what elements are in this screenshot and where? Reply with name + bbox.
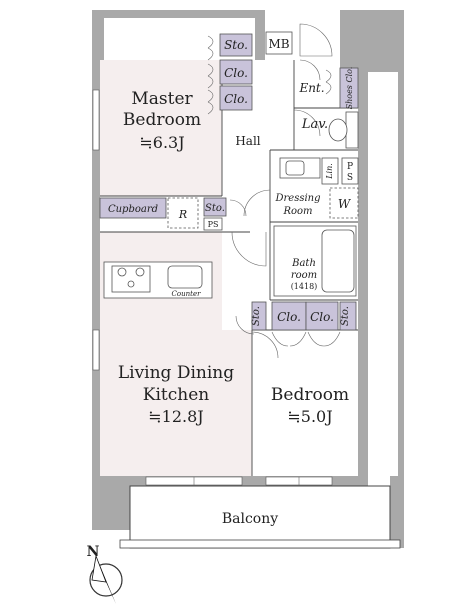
master-sto-door bbox=[207, 35, 214, 61]
bedroom-door-swing bbox=[251, 331, 279, 359]
mb-label: MB bbox=[268, 37, 289, 51]
linen-label: Lin. bbox=[325, 163, 334, 180]
master-clo-1-shelf bbox=[219, 59, 253, 85]
entrance-label: Ent. bbox=[298, 81, 324, 95]
dressing-room-label-line2: Room bbox=[282, 206, 312, 217]
bedroom-area bbox=[252, 330, 358, 476]
bedroom-closet-doors bbox=[271, 331, 341, 347]
ps-s-label: S bbox=[347, 173, 353, 183]
balcony-label: Balcony bbox=[222, 511, 278, 527]
ps-small-box bbox=[341, 157, 359, 185]
wall-north-west bbox=[92, 10, 260, 18]
master-sto-shelf bbox=[219, 33, 253, 57]
lavatory-label: Lav. bbox=[301, 117, 328, 132]
wall-corner-se bbox=[390, 476, 404, 548]
wall-mb bbox=[255, 10, 265, 68]
balcony-area bbox=[129, 485, 391, 549]
bedroom-sto-2-label: Sto. bbox=[340, 306, 351, 326]
wall-corner-sw bbox=[92, 476, 130, 530]
bedroom-clo-1-shelf bbox=[271, 301, 307, 331]
ps-p-label: P bbox=[347, 162, 353, 172]
hall-sto-shelf bbox=[203, 197, 227, 217]
compass-needle-light bbox=[91, 554, 107, 583]
bedroom-clo-2-label: Clo. bbox=[310, 310, 334, 324]
wall-east bbox=[358, 60, 368, 480]
washer-label: W bbox=[338, 197, 352, 211]
compass: N bbox=[87, 544, 123, 604]
bedroom-size: ≒5.0J bbox=[287, 407, 332, 426]
shoes-closet-shelf bbox=[339, 67, 359, 109]
master-clo-2-door bbox=[207, 89, 214, 115]
kitchen-sink bbox=[167, 265, 203, 289]
south-windows bbox=[145, 476, 333, 486]
bedroom-clo-2-shelf bbox=[305, 301, 339, 331]
ldk-door-swing bbox=[231, 231, 267, 267]
hall-sto-label: Sto. bbox=[205, 203, 225, 214]
dressing-door-swing bbox=[243, 189, 271, 217]
master-bedroom-size: ≒6.3J bbox=[139, 133, 184, 152]
bedroom-sto-2-shelf bbox=[339, 301, 357, 331]
bedroom-clo-1-label: Clo. bbox=[277, 310, 301, 324]
linen-cabinet bbox=[321, 157, 339, 185]
master-clo-2-label: Clo. bbox=[224, 92, 248, 106]
master-clo-1-label: Clo. bbox=[224, 66, 248, 80]
shoes-closet-door bbox=[325, 69, 332, 95]
toilet-tank bbox=[345, 111, 359, 149]
balcony-rail bbox=[119, 539, 401, 549]
refrigerator-space bbox=[167, 197, 199, 229]
ldk-size: ≒12.8J bbox=[148, 407, 203, 426]
wall-east-outer bbox=[398, 10, 404, 480]
shoes-closet-label: Shoes Clo. bbox=[345, 67, 354, 110]
master-bedroom-name-line2: Bedroom bbox=[123, 110, 201, 130]
ldk-name-line1: Living Dining bbox=[118, 363, 234, 383]
bedroom-sto-1-shelf bbox=[251, 301, 267, 331]
washer-space bbox=[329, 187, 359, 219]
west-windows bbox=[92, 89, 100, 371]
wall-west bbox=[92, 10, 100, 530]
bedroom-name: Bedroom bbox=[271, 385, 349, 405]
stove-burner-3 bbox=[127, 280, 135, 288]
master-clo-1-door bbox=[207, 63, 214, 89]
cupboard-label: Cupboard bbox=[108, 204, 158, 215]
hall-label: Hall bbox=[235, 134, 260, 148]
stove-burner-2 bbox=[135, 267, 145, 277]
washbasin-sink bbox=[285, 160, 305, 176]
bathroom-size-label: (1418) bbox=[291, 282, 318, 291]
dressing-room-label-line1: Dressing bbox=[274, 193, 320, 204]
stove bbox=[111, 265, 151, 293]
bathroom-label-line1: Bath bbox=[291, 258, 316, 269]
ent-door-swing bbox=[299, 59, 321, 81]
bedroom-sto-door-swing bbox=[235, 315, 255, 335]
bedroom-sto-1-label: Sto. bbox=[251, 306, 262, 326]
mb-box bbox=[265, 31, 293, 55]
bathtub bbox=[321, 229, 355, 293]
entrance-door bbox=[299, 23, 333, 57]
toilet-bowl bbox=[328, 118, 348, 142]
stove-burner-1 bbox=[117, 267, 127, 277]
bathroom-label-line2: room bbox=[291, 270, 317, 281]
refrigerator-label: R bbox=[178, 208, 187, 221]
counter-label: Counter bbox=[172, 290, 202, 298]
master-clo-2-shelf bbox=[219, 85, 253, 111]
ps-box bbox=[203, 217, 223, 231]
cupboard-shelf bbox=[99, 197, 167, 219]
wall-corner-nw bbox=[92, 10, 104, 62]
hall-sto-door-swing bbox=[229, 199, 247, 217]
master-bedroom-area bbox=[100, 60, 222, 196]
compass-north-label: N bbox=[87, 544, 100, 560]
ps-label: PS bbox=[208, 220, 219, 229]
lav-door-swing bbox=[293, 109, 321, 137]
wall-corner-ne bbox=[340, 10, 398, 72]
ldk-name-line2: Kitchen bbox=[143, 385, 209, 405]
master-sto-label: Sto. bbox=[224, 38, 248, 52]
master-bedroom-name-line1: Master bbox=[131, 89, 193, 109]
